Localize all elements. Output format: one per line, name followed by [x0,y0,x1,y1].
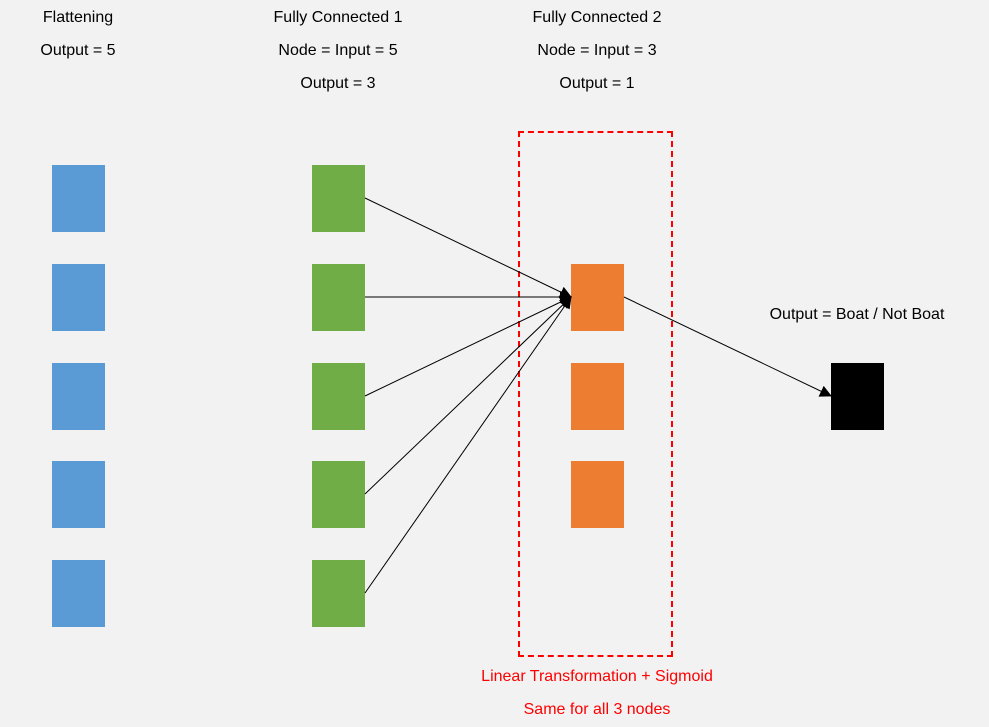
flatten-node-4 [52,461,105,528]
flatten-node-2 [52,264,105,331]
fc1-node-1 [312,165,365,232]
fc2-title: Fully Connected 2 [532,9,662,26]
flatten-node-5 [52,560,105,627]
fc1-node-2 [312,264,365,331]
flatten-output: Output = 5 [40,42,116,59]
fc2-node-2 [571,363,624,430]
fc2-node: Node = Input = 3 [537,42,657,59]
fc1-node: Node = Input = 5 [278,42,398,59]
fc2-node-3 [571,461,624,528]
fc2-node-1 [571,264,624,331]
flatten-node-3 [52,363,105,430]
final-output-label: Output = Boat / Not Boat [769,306,945,323]
annotation-line-1: Linear Transformation + Sigmoid [481,668,713,685]
fc1-node-4 [312,461,365,528]
fc1-node-5 [312,560,365,627]
fc1-node-3 [312,363,365,430]
flatten-node-1 [52,165,105,232]
output-node [831,363,884,430]
fc2-output: Output = 1 [559,75,635,92]
fc1-output: Output = 3 [300,75,376,92]
annotation-line-2: Same for all 3 nodes [523,701,671,718]
fc1-title: Fully Connected 1 [273,9,403,26]
flatten-title: Flattening [42,9,114,26]
